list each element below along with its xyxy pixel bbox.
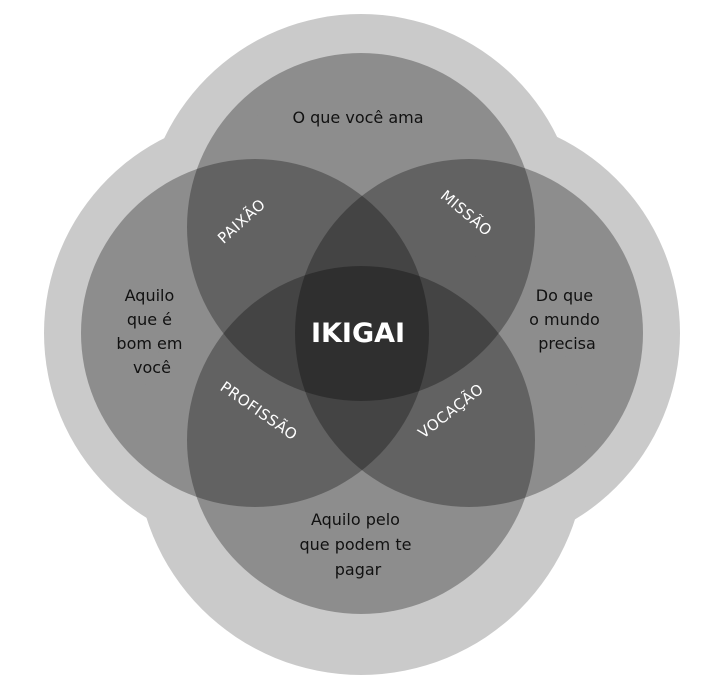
- label-world-needs: Do que o mundo precisa: [529, 286, 605, 353]
- background-blob: [44, 14, 680, 675]
- circle-love: [187, 53, 535, 401]
- circle-world-needs: [295, 159, 643, 507]
- circle-paid-for: [187, 266, 535, 614]
- label-good-at: Aquilo que é bom em você: [116, 286, 187, 377]
- label-paid-for: Aquilo pelo que podem te pagar: [299, 510, 416, 579]
- center-ikigai: IKIGAI: [311, 318, 405, 349]
- circle-good-at: [81, 159, 429, 507]
- label-love: O que você ama: [292, 108, 423, 127]
